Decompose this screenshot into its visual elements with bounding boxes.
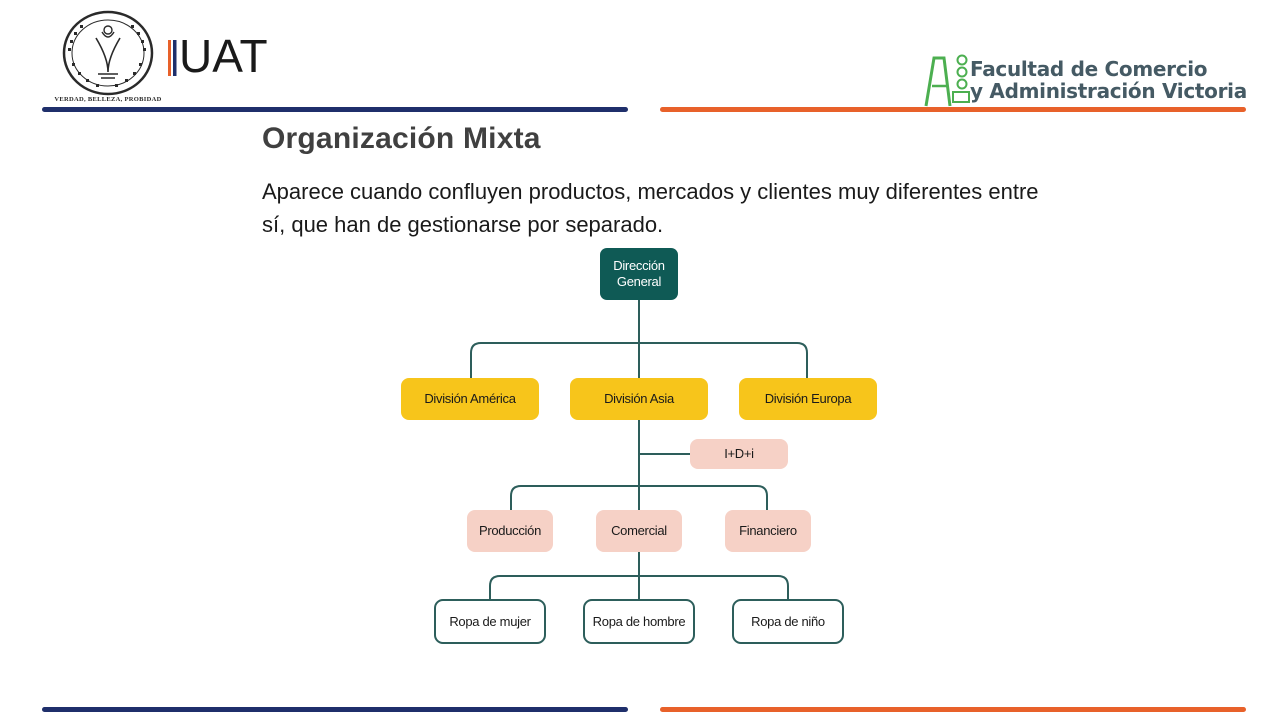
faculty-emblem-icon: [924, 54, 970, 107]
connector-division-bar: [470, 342, 808, 378]
org-node-dept-financiero: Financiero: [725, 510, 811, 552]
uat-color-bars-icon: [168, 40, 177, 76]
org-node-product-women: Ropa de mujer: [434, 599, 546, 644]
org-node-dept-produccion: Producción: [467, 510, 553, 552]
slide-description: Aparece cuando confluyen productos, merc…: [262, 179, 1039, 237]
org-node-division-europe: División Europa: [739, 378, 877, 420]
org-node-product-children: Ropa de niño: [732, 599, 844, 644]
faculty-name-line2: y Administración Victoria: [970, 79, 1247, 103]
org-node-dept-comercial: Comercial: [596, 510, 682, 552]
bottom-orange-stripe: [660, 707, 1246, 712]
bottom-blue-stripe: [42, 707, 628, 712]
org-node-root: Dirección General: [600, 248, 678, 300]
org-node-division-asia: División Asia: [570, 378, 708, 420]
slide-title: Organización Mixta: [262, 122, 541, 155]
connector-product-bar: [489, 575, 789, 600]
top-blue-stripe: [42, 107, 628, 112]
faculty-name-line1: Facultad de Comercio: [970, 57, 1208, 81]
university-seal-logo: [62, 10, 154, 96]
university-motto: VERDAD, BELLEZA, PROBIDAD: [54, 96, 162, 103]
org-node-staff-rnd: I+D+i: [690, 439, 788, 469]
top-orange-stripe: [660, 107, 1246, 112]
org-node-product-men: Ropa de hombre: [583, 599, 695, 644]
uat-logo-text: UAT: [179, 30, 268, 82]
org-node-division-america: División América: [401, 378, 539, 420]
connector-department-bar: [510, 485, 768, 510]
